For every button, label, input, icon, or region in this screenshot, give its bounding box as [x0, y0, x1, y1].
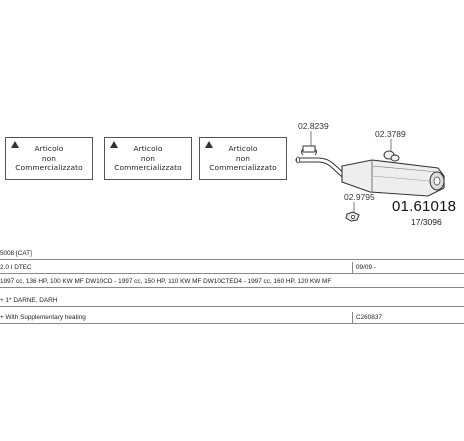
box-text-line: non [235, 153, 251, 163]
box-text-line: non [140, 153, 156, 163]
product-code: 01.61018 [392, 198, 457, 215]
rubber-hanger-icon [383, 139, 400, 162]
product-subcode: 17/3096 [411, 217, 442, 227]
not-available-box-3: Articolo non Commercializzato [199, 137, 287, 180]
part-number-hanger-bottom: 02.9795 [344, 192, 375, 202]
part-number-clamp: 02.8239 [298, 121, 329, 131]
table-row: 1997 cc, 136 HP, 100 KW MF DW10CD - 1997… [0, 276, 464, 288]
part-number-hanger-top: 02.3789 [375, 129, 406, 139]
box-text-line: non [41, 153, 57, 163]
table-row: + 1* DARNE, DARH [0, 295, 464, 307]
box-text-line: Articolo [228, 144, 258, 153]
row-left: + 1* DARNE, DARH [0, 297, 58, 304]
row-right: C260837 [356, 314, 382, 321]
row-left: 2.0 I DTEC [0, 264, 32, 271]
hanger-bracket-icon [345, 202, 360, 222]
not-available-box-1: Articolo non Commercializzato [5, 137, 93, 180]
box-text-line: Articolo [133, 144, 163, 153]
box-text-line: Commercializzato [114, 163, 182, 173]
table-row: 2.0 I DTEC 09/09 - [0, 262, 464, 274]
warning-triangle-icon [11, 141, 19, 148]
table-row: + With Supplementary heating C260837 [0, 312, 464, 324]
exhaust-pipe-icon [295, 156, 347, 179]
table-row: 5008 [CAT] [0, 248, 464, 260]
clamp-icon [301, 131, 317, 156]
not-available-box-2: Articolo non Commercializzato [104, 137, 192, 180]
box-text-line: Commercializzato [209, 163, 277, 173]
row-right: 09/09 - [356, 264, 376, 271]
warning-triangle-icon [110, 141, 118, 148]
warning-triangle-icon [205, 141, 213, 148]
row-left: 1997 cc, 136 HP, 100 KW MF DW10CD - 1997… [0, 278, 332, 285]
muffler-icon [341, 159, 445, 197]
box-text-line: Articolo [34, 144, 64, 153]
row-left: + With Supplementary heating [0, 314, 86, 321]
row-left: 5008 [CAT] [0, 250, 32, 257]
box-text-line: Commercializzato [15, 163, 83, 173]
